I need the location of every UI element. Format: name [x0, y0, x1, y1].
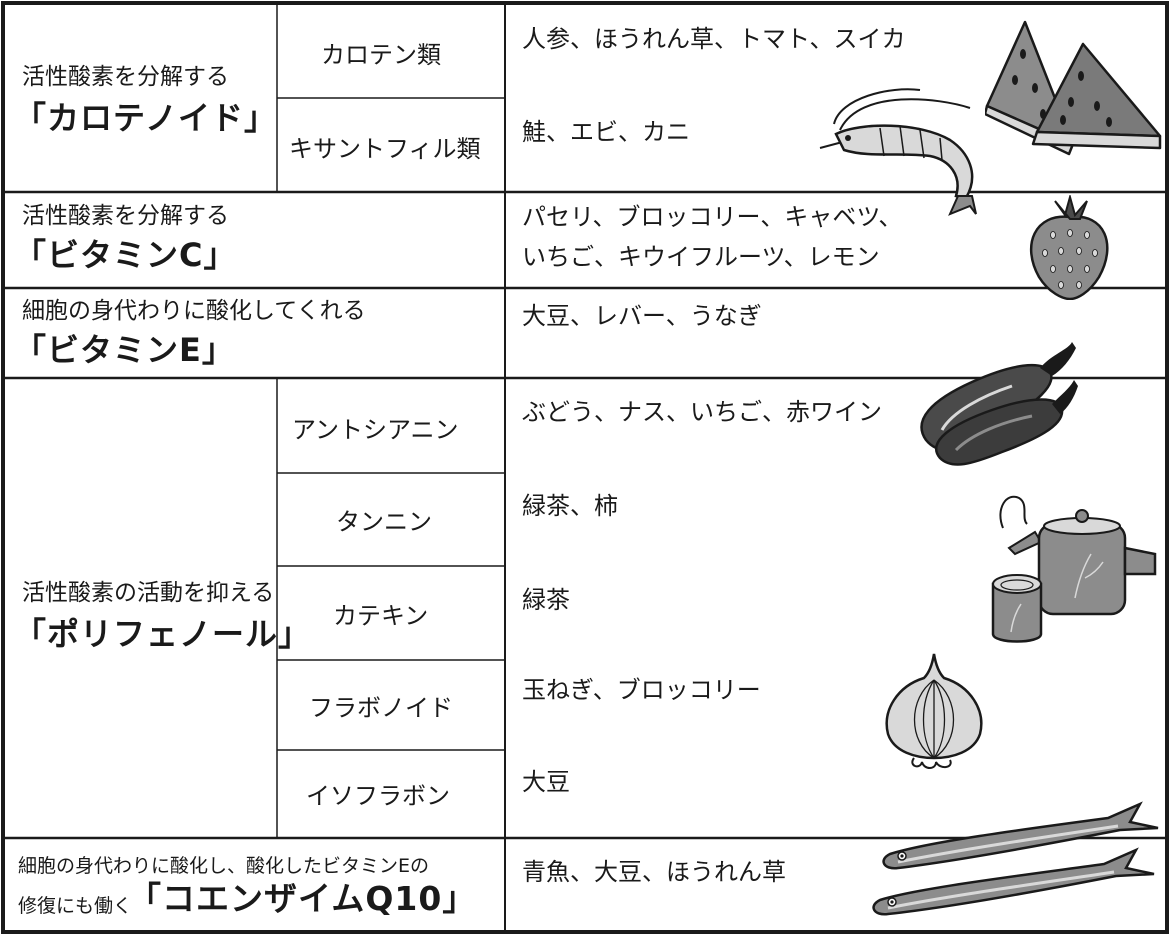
carotenoid-name: 「カロテノイド」	[14, 99, 278, 137]
foods-coq10: 青魚、大豆、ほうれん草	[522, 858, 786, 886]
subtype-isoflavone: イソフラボン	[306, 782, 450, 810]
carotenoid-description: 活性酸素を分解する	[22, 64, 229, 90]
subtype-carotene: カロテン類	[321, 41, 441, 69]
subtype-flavonoid: フラボノイド	[309, 694, 453, 722]
foods-xanthophyll: 鮭、エビ、カニ	[522, 118, 690, 146]
foods-vitamin-e: 大豆、レバー、うなぎ	[522, 302, 762, 330]
subtype-xanthophyll: キサントフィル類	[289, 135, 481, 163]
foods-carotene: 人参、ほうれん草、トマト、スイカ	[522, 25, 906, 53]
subtype-tannin: タンニン	[336, 508, 432, 536]
vitamin-c-name: 「ビタミンC」	[14, 236, 237, 274]
foods-vitamin-c-line2: いちご、キウイフルーツ、レモン	[522, 243, 880, 271]
polyphenol-description: 活性酸素の活動を抑える	[22, 580, 275, 606]
vitamin-e-description: 細胞の身代わりに酸化してくれる	[22, 298, 366, 324]
coq10-description-line2: 修復にも働く	[18, 895, 133, 917]
coq10-description-line1: 細胞の身代わりに酸化し、酸化したビタミンEの	[18, 855, 430, 877]
saury-fish-icon	[872, 801, 1159, 916]
teapot-icon	[991, 495, 1157, 643]
eggplant-icon	[920, 342, 1078, 466]
foods-vitamin-c-line1: パセリ、ブロッコリー、キャベツ、	[522, 203, 903, 231]
foods-isoflavone: 大豆	[522, 768, 570, 796]
polyphenol-name: 「ポリフェノール」	[14, 615, 312, 653]
strawberry-icon	[1029, 195, 1109, 300]
coq10-name: 「コエンザイムQ10」	[128, 879, 477, 918]
onion-icon	[885, 653, 983, 769]
shrimp-icon	[819, 88, 977, 216]
watermelon-icon	[985, 20, 1162, 156]
foods-anthocyanin: ぶどう、ナス、いちご、赤ワイン	[522, 398, 882, 426]
foods-flavonoid: 玉ねぎ、ブロッコリー	[522, 676, 761, 704]
foods-tannin: 緑茶、柿	[522, 492, 618, 520]
vitamin-c-description: 活性酸素を分解する	[22, 203, 229, 229]
subtype-catechin: カテキン	[333, 602, 429, 630]
foods-catechin: 緑茶	[522, 586, 570, 614]
vitamin-e-name: 「ビタミンE」	[14, 331, 235, 369]
subtype-anthocyanin: アントシアニン	[292, 416, 459, 444]
